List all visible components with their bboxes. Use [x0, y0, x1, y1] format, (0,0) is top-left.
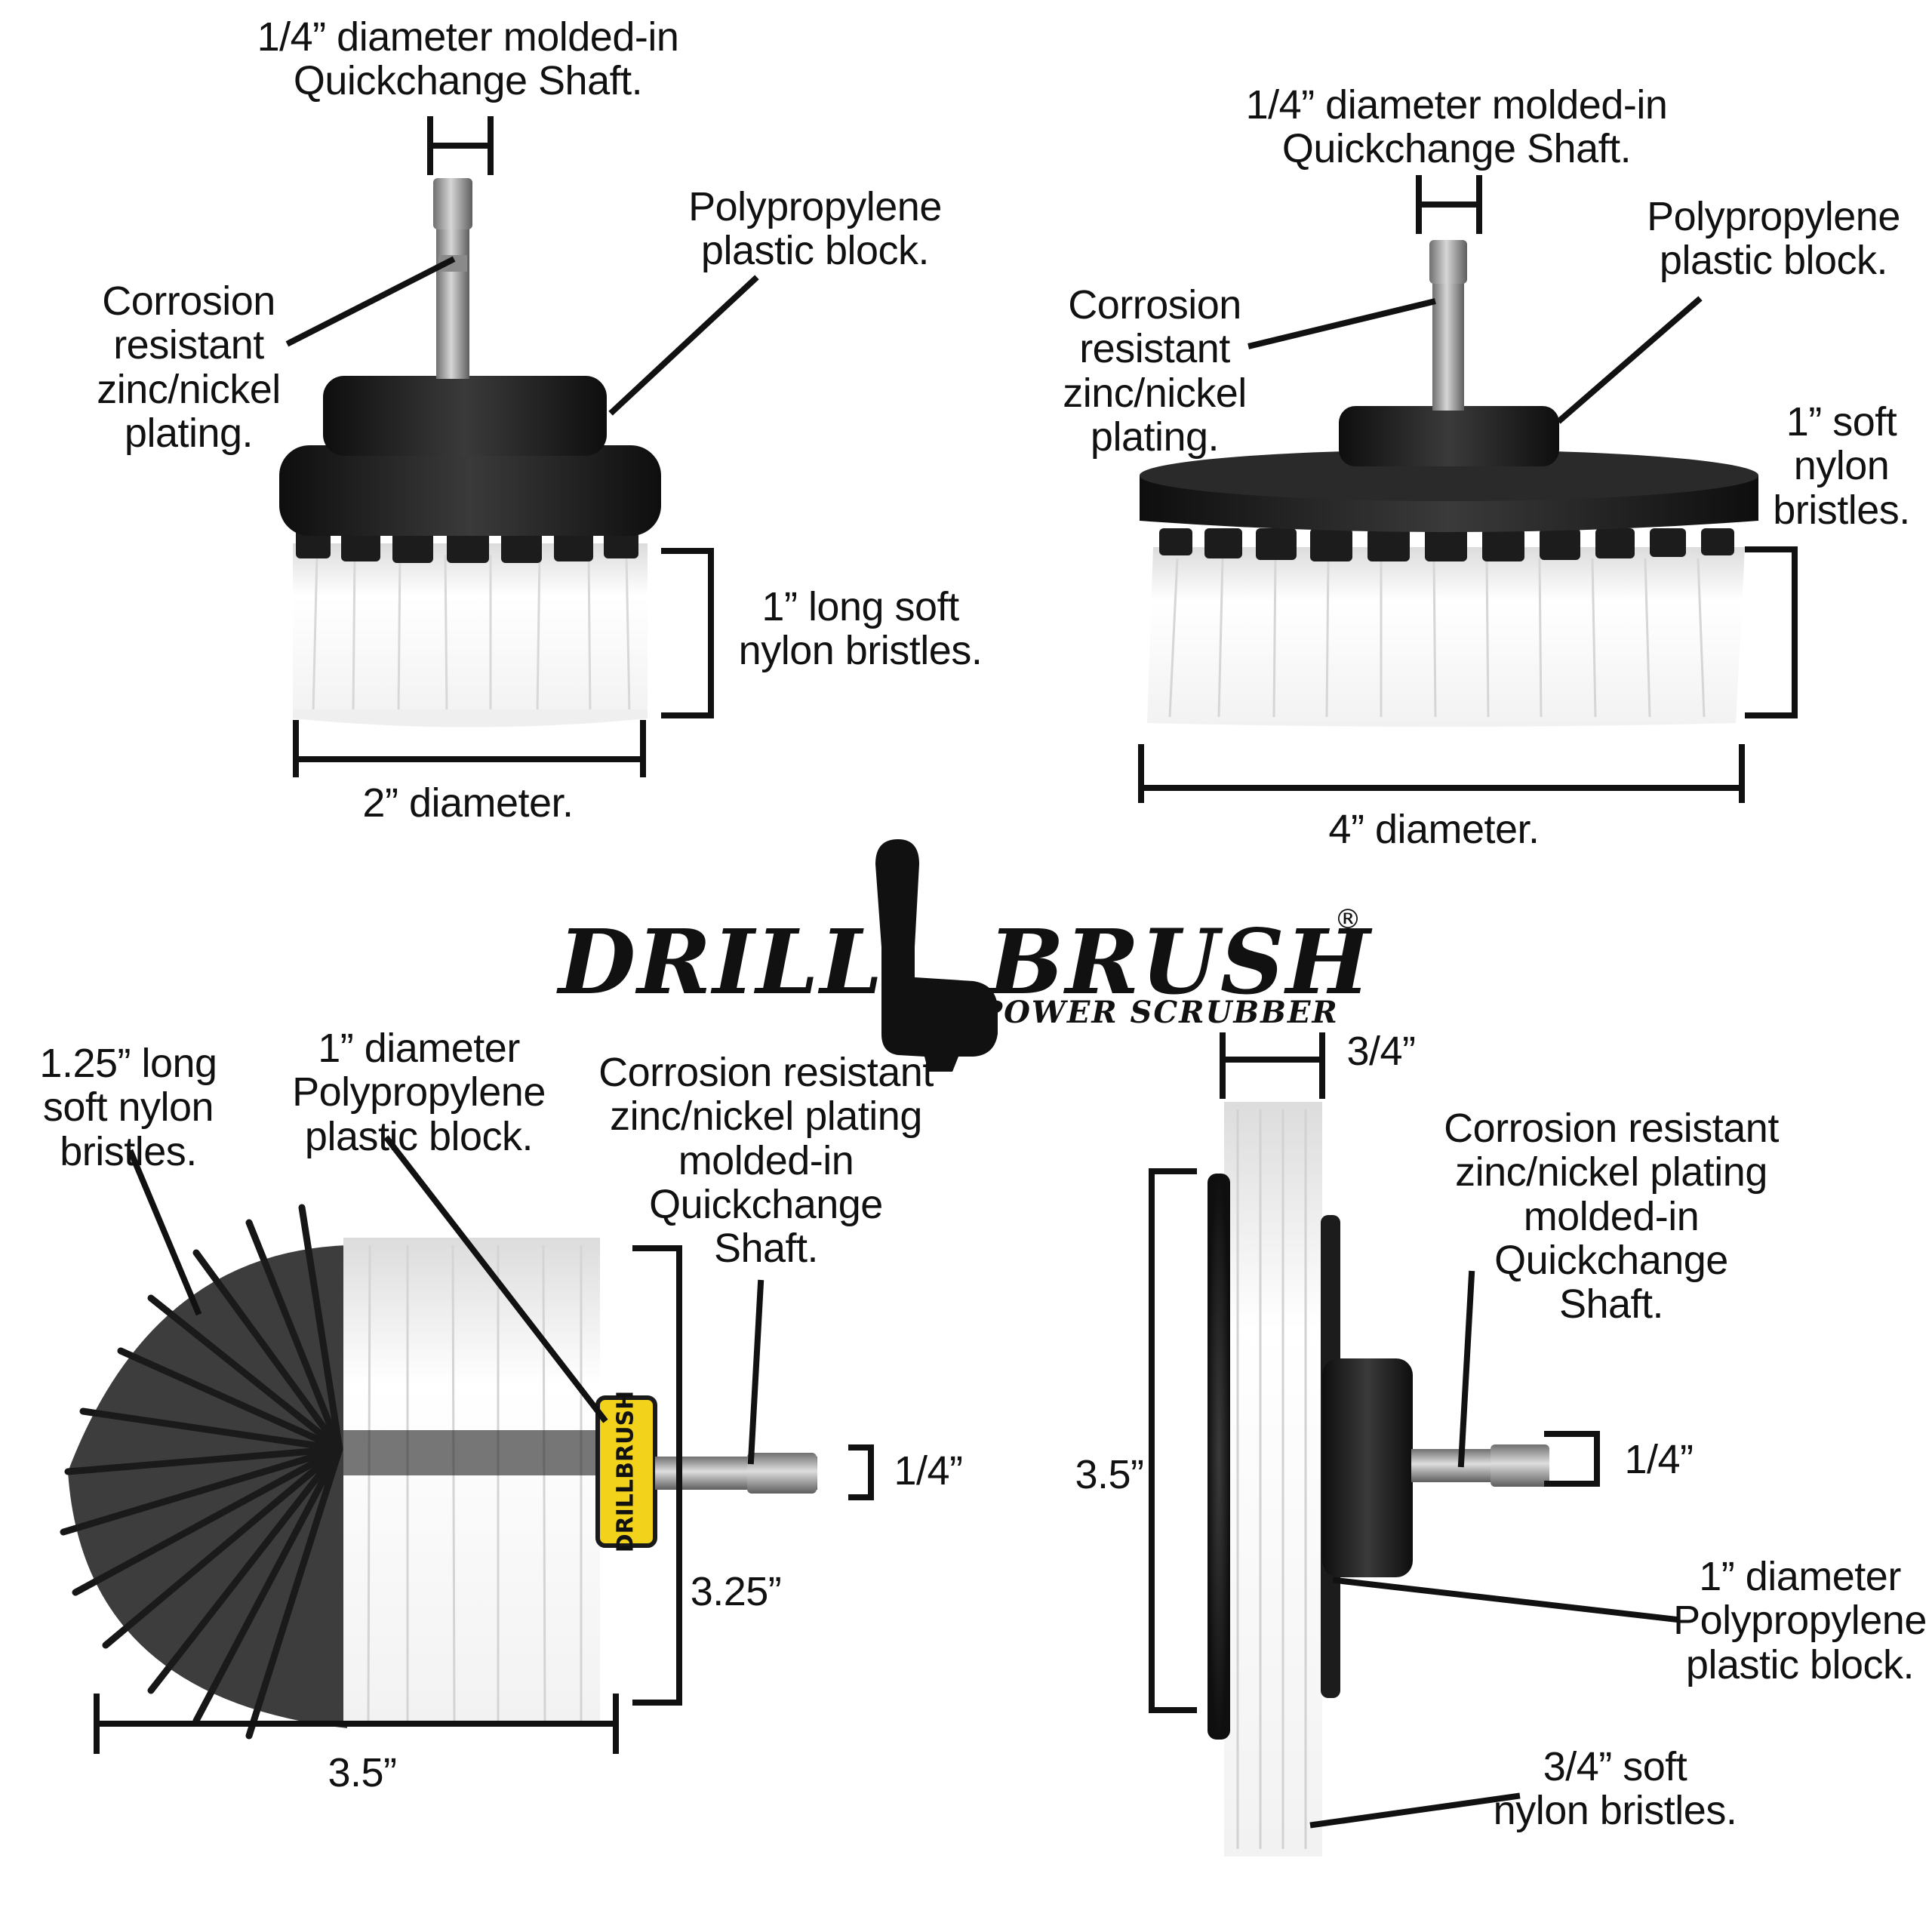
- logo-right-word: BRUSH: [989, 909, 1372, 1014]
- bristles-4in: [1147, 547, 1745, 727]
- brush-2in: [279, 178, 661, 728]
- brush-3-5in-flat: [1208, 1102, 1549, 1857]
- bl-width-dim: 3.5”: [328, 1750, 397, 1795]
- br-block-label: 1” diameter Polypropylene plastic block.: [1673, 1554, 1927, 1687]
- br-shaft-dim: 1/4”: [1624, 1437, 1694, 1482]
- tl-block-label: Polypropylene plastic block.: [688, 184, 942, 274]
- block-disc-flat: [1208, 1174, 1230, 1740]
- tr-bristle-label: 1” soft nylon bristles.: [1773, 399, 1910, 533]
- bristles-2in: [293, 543, 648, 728]
- block-hub-2in: [323, 376, 607, 456]
- block-hub-4in: [1339, 406, 1559, 466]
- logo-tagline: POWER SCRUBBER: [980, 995, 1339, 1030]
- drill-logo-icon: [875, 839, 998, 1072]
- br-width-dim: 3/4”: [1346, 1029, 1416, 1074]
- collar-text: DRILLBRUSH: [613, 1391, 639, 1552]
- br-bristle-label: 3/4” soft nylon bristles.: [1493, 1744, 1737, 1834]
- tl-bristle-label: 1” long soft nylon bristles.: [738, 584, 983, 674]
- tr-shaft-label: 1/4” diameter molded-in Quickchange Shaf…: [1245, 82, 1668, 172]
- tl-plating-label: Corrosion resistant zinc/nickel plating.: [97, 278, 281, 456]
- br-height-dim: 3.5”: [1075, 1452, 1144, 1497]
- br-shaft-label: Corrosion resistant zinc/nickel plating …: [1444, 1106, 1779, 1327]
- tr-plating-label: Corrosion resistant zinc/nickel plating.: [1063, 282, 1247, 460]
- annotation-lines: [94, 116, 1798, 1829]
- bl-block-label: 1” diameter Polypropylene plastic block.: [292, 1026, 546, 1159]
- tl-diameter-label: 2” diameter.: [362, 780, 574, 826]
- registered-mark: ®: [1334, 904, 1361, 935]
- bl-bristle-label: 1.25” long soft nylon bristles.: [39, 1041, 217, 1174]
- tr-block-label: Polypropylene plastic block.: [1647, 194, 1900, 284]
- logo-left-word: DRILL: [558, 909, 884, 1014]
- tl-shaft-label: 1/4” diameter molded-in Quickchange Shaf…: [257, 14, 679, 104]
- bl-shaft-label: Corrosion resistant zinc/nickel plating …: [598, 1050, 934, 1272]
- bl-height-dim: 3.25”: [690, 1569, 782, 1614]
- bl-shaft-dim: 1/4”: [894, 1448, 963, 1494]
- tr-diameter-label: 4” diameter.: [1328, 807, 1540, 852]
- bristles-white-cylinder: [343, 1238, 600, 1724]
- block-hub-flat: [1322, 1358, 1413, 1577]
- brush-3-5in-dome: DRILLBRUSH: [60, 1204, 817, 1740]
- block-base-2in: [279, 445, 661, 536]
- brush-4in: [1140, 240, 1758, 727]
